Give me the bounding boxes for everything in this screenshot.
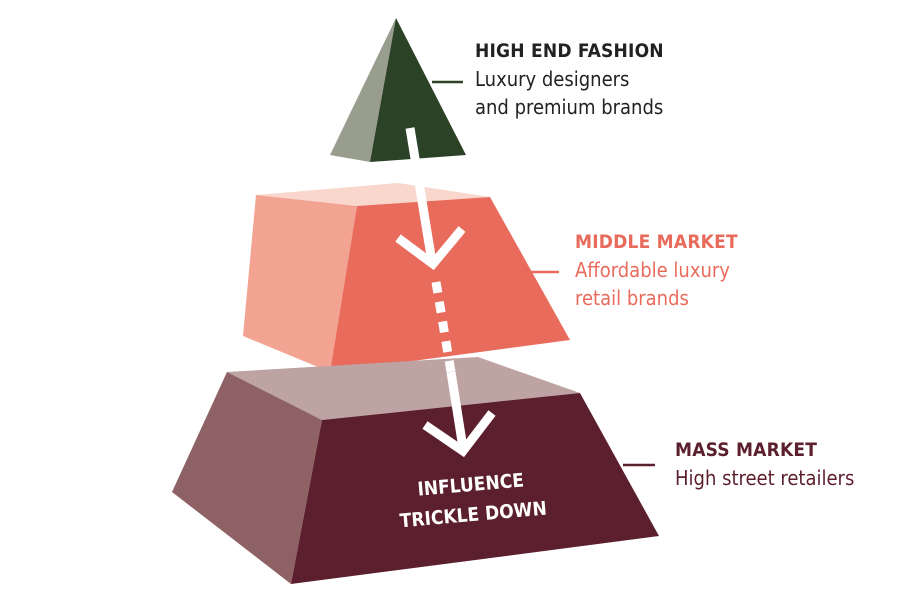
tier-title: HIGH END FASHION <box>475 40 664 62</box>
tier-description: Affordable luxury <box>575 258 730 282</box>
top-pyramid <box>330 18 466 162</box>
tier-title: MIDDLE MARKET <box>575 231 738 253</box>
tier-label-high-end: HIGH END FASHION Luxury designers and pr… <box>475 37 664 121</box>
tier-label-mass-market: MASS MARKET High street retailers <box>675 436 854 492</box>
tier-label-middle-market: MIDDLE MARKET Affordable luxury retail b… <box>575 228 738 312</box>
tier-title: MASS MARKET <box>675 439 818 461</box>
middle-block <box>243 183 570 372</box>
tier-description: High street retailers <box>675 466 855 490</box>
connector-lines <box>432 80 655 467</box>
tier-description: retail brands <box>575 286 689 310</box>
bottom-block <box>172 357 659 584</box>
trickle-down-arrow <box>395 127 496 458</box>
tier-description: Luxury designers <box>475 67 630 91</box>
tier-description: and premium brands <box>475 95 664 119</box>
